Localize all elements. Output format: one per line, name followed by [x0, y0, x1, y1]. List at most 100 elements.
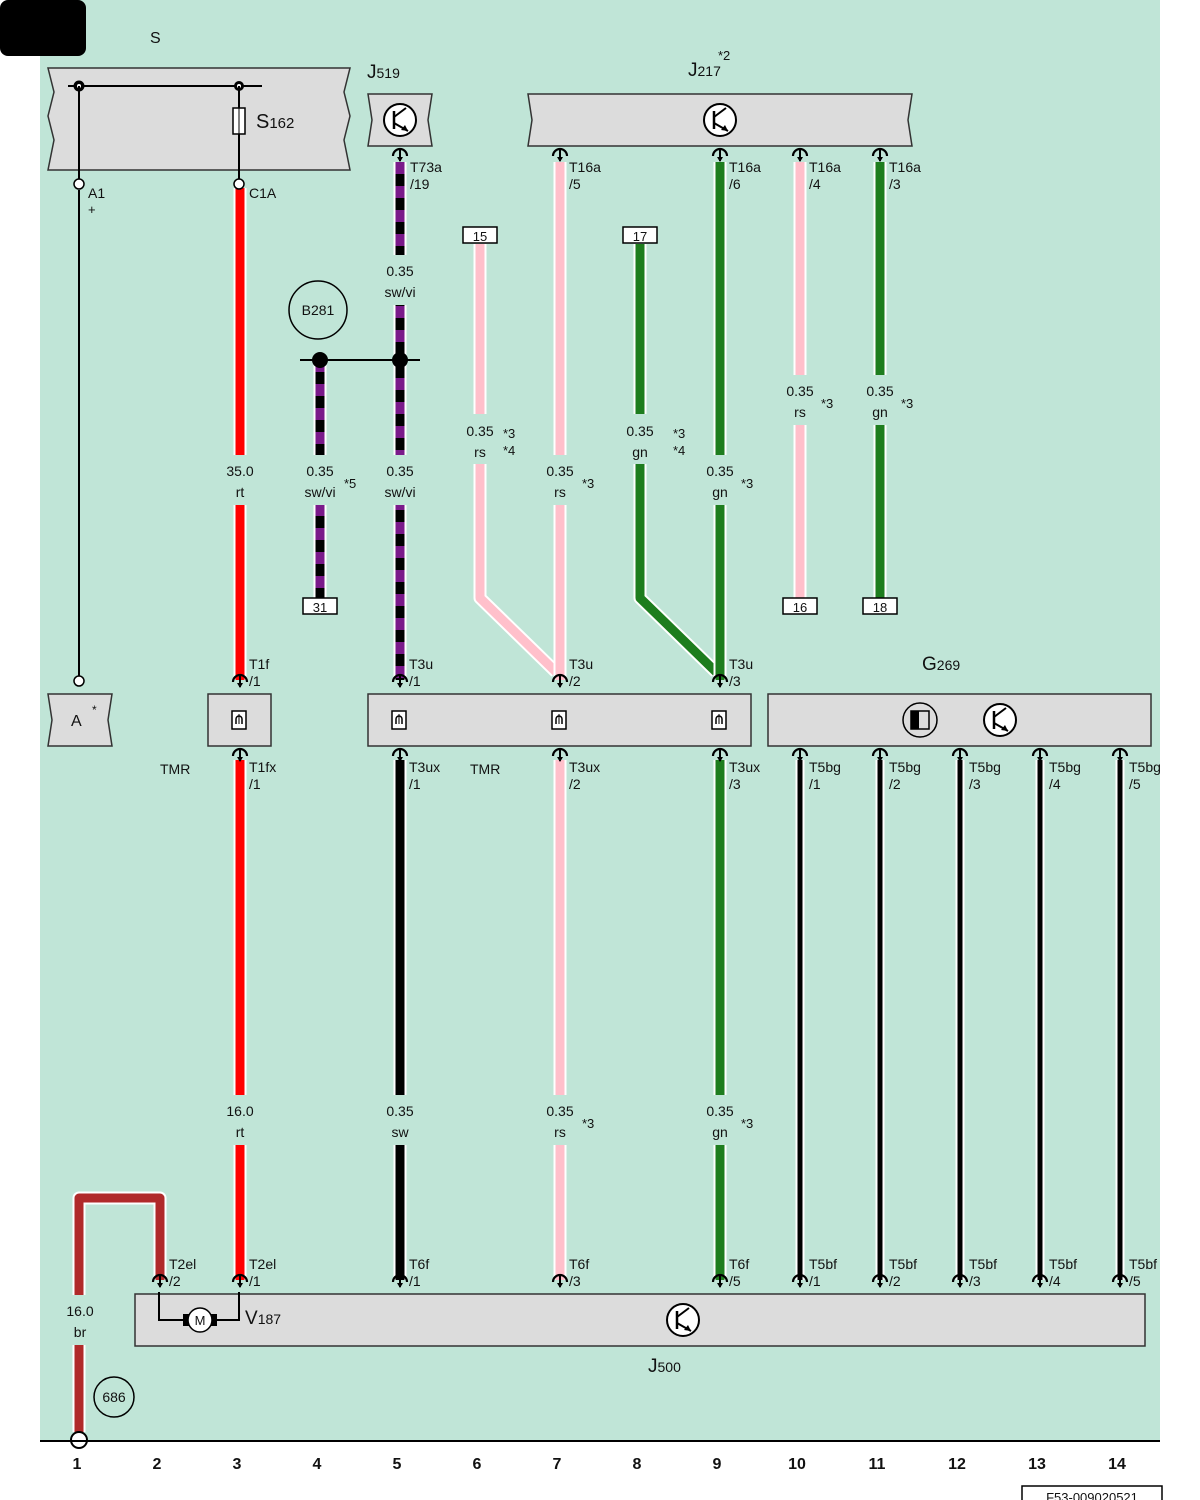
svg-text:rt: rt [236, 1124, 245, 1140]
svg-text:sw/vi: sw/vi [384, 284, 415, 300]
tmr-mid-label: TMR [470, 761, 500, 777]
label-gap [550, 455, 570, 505]
connector-pin-icon [551, 673, 569, 688]
conn-label: T6f/3 [569, 1256, 589, 1289]
terminal-18: 18 [862, 597, 898, 615]
a-box-note: * [92, 703, 97, 717]
terminal-17: 17 [622, 226, 658, 244]
svg-text:rs: rs [794, 404, 806, 420]
svg-text:*4: *4 [503, 443, 515, 458]
wire-label: 16.0br [66, 1303, 93, 1340]
connector-pin-icon [231, 1273, 249, 1288]
column-number: 8 [633, 1456, 642, 1473]
label-gap [870, 375, 890, 425]
svg-text:0.35: 0.35 [546, 1103, 573, 1119]
connector-pin-icon [711, 1273, 729, 1288]
column-number: 12 [948, 1456, 966, 1473]
svg-text:0.35: 0.35 [786, 383, 813, 399]
svg-text:0.35: 0.35 [466, 423, 493, 439]
svg-text:gn: gn [872, 404, 888, 420]
label-gap [230, 455, 250, 505]
svg-text:15: 15 [473, 229, 487, 244]
conn-label: T6f/5 [729, 1256, 749, 1289]
a-box-label: A [71, 713, 82, 730]
conn-label: T3u/2 [569, 656, 593, 689]
svg-text:*3: *3 [582, 1116, 594, 1131]
svg-text:16.0: 16.0 [66, 1303, 93, 1319]
connector-pin-icon [391, 673, 409, 688]
label-gap [710, 1095, 730, 1145]
connector-pin-icon [871, 747, 889, 762]
svg-text:*5: *5 [344, 476, 356, 491]
conn-label: T3u/1 [409, 656, 433, 689]
connector-pin-icon [551, 1273, 569, 1288]
svg-text:18: 18 [873, 600, 887, 615]
svg-text:0.35: 0.35 [386, 1103, 413, 1119]
conn-label: T5bg/2 [889, 759, 921, 792]
fuse-holder-box [47, 67, 351, 184]
connector-pin-icon [391, 747, 409, 762]
svg-text:*3: *3 [741, 476, 753, 491]
motor-icon [187, 1307, 213, 1333]
connector-pin-icon [391, 147, 409, 162]
wire-label: 0.35 sw [386, 1103, 413, 1140]
connector-pin-icon [1111, 1273, 1129, 1288]
conn-label: T5bf/5 [1129, 1256, 1157, 1289]
svg-text:rs: rs [474, 444, 486, 460]
svg-text:0.35: 0.35 [626, 423, 653, 439]
svg-text:16: 16 [793, 600, 807, 615]
wire-label: 0.35 rs *3 [546, 1103, 594, 1140]
label-gap [630, 414, 650, 464]
conn-label: T5bg/4 [1049, 759, 1081, 792]
sheet-label: S [150, 30, 161, 47]
tmr-mid-connector-icon [391, 710, 407, 730]
svg-text:0.35: 0.35 [706, 1103, 733, 1119]
g269-box [767, 693, 1152, 747]
wire-label: 35.0rt [226, 463, 253, 500]
tmr-mid-connector-icon [551, 710, 567, 730]
label-gap [69, 1295, 89, 1345]
svg-text:17: 17 [633, 229, 647, 244]
column-number: 9 [713, 1456, 722, 1473]
svg-text:sw: sw [391, 1124, 409, 1140]
column-number: 13 [1028, 1456, 1046, 1473]
column-number: 10 [788, 1456, 806, 1473]
label-gap [230, 1095, 250, 1145]
connector-pin-icon [791, 1273, 809, 1288]
column-number: 7 [553, 1456, 562, 1473]
column-number: 3 [233, 1456, 242, 1473]
g269-transistor-icon [982, 702, 1018, 738]
connector-pin-icon [151, 1273, 169, 1288]
wire-label: 16.0rt [226, 1103, 253, 1140]
svg-text:0.35: 0.35 [546, 463, 573, 479]
svg-text:rs: rs [554, 1124, 566, 1140]
j519-transistor-icon [382, 102, 418, 138]
wire-col6 [475, 244, 560, 676]
column-number: 5 [393, 1456, 402, 1473]
wire-col8 [635, 244, 720, 676]
svg-text:rt: rt [236, 484, 245, 500]
conn-label: T73a/19 [410, 159, 442, 192]
pin-c1a-circle [233, 178, 245, 190]
conn-label: T5bg/1 [809, 759, 841, 792]
conn-label: T3u/3 [729, 656, 753, 689]
j500-transistor-icon [665, 1302, 701, 1338]
wires-layer [69, 162, 1125, 1432]
pin-c1a-label: C1A [249, 185, 277, 201]
tmr-left-connector-icon [231, 710, 247, 730]
splice-dot [392, 352, 408, 368]
svg-text:*3: *3 [901, 396, 913, 411]
a-box [47, 693, 113, 747]
svg-text:sw/vi: sw/vi [304, 484, 335, 500]
terminal-15: 15 [462, 226, 498, 244]
label-gap [550, 1095, 570, 1145]
svg-text:gn: gn [712, 484, 728, 500]
